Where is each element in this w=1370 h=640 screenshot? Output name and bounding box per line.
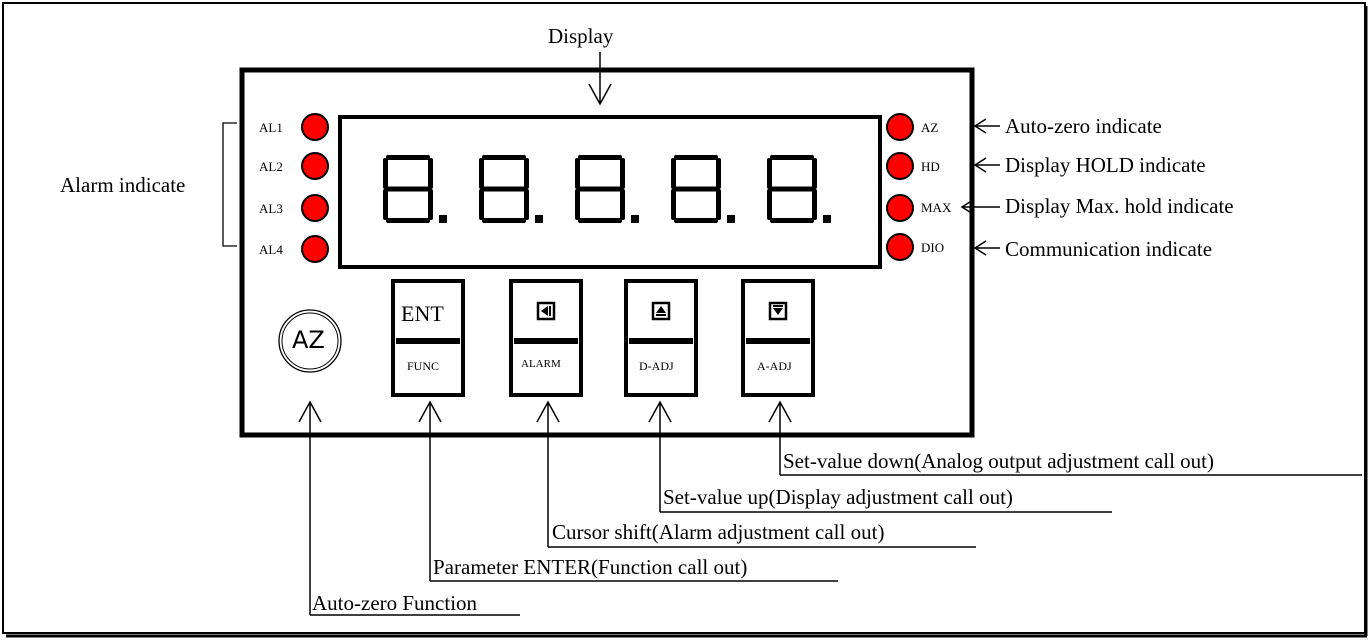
digit-1-segment-3 (386, 218, 430, 223)
led-label-dio: DIO (921, 240, 945, 255)
digit-4-segment-4 (671, 158, 676, 189)
ent-function-text: Parameter ENTER(Function call out) (433, 555, 748, 579)
digit-5-segment-6 (767, 189, 772, 220)
digit-3-segment-3 (578, 218, 622, 223)
digit-4-segment-3 (674, 218, 718, 223)
alarm-key-label[interactable]: ALARM (521, 358, 561, 370)
func-key-label[interactable]: FUNC (407, 359, 440, 373)
alarm-function-text: Cursor shift(Alarm adjustment call out) (552, 520, 885, 544)
led-label-al3: AL3 (259, 201, 283, 216)
digit-1-segment-1 (386, 155, 430, 160)
digit-5-segment-7 (812, 189, 817, 220)
ent-key-label[interactable]: ENT (401, 301, 444, 326)
digit-4-decimal-point (727, 215, 735, 223)
callout-arrows (298, 400, 1362, 616)
key-alarm (509, 279, 583, 397)
device-panel (239, 67, 975, 438)
digit-5-segment-5 (812, 158, 817, 189)
digit-3-segment-7 (620, 189, 625, 220)
led-label-al4: AL4 (259, 242, 283, 257)
key-ent (391, 279, 465, 397)
left-arrow-icon (536, 301, 556, 321)
led-label-al1: AL1 (259, 120, 283, 135)
alarm-bracket (222, 122, 237, 247)
digit-3-segment-4 (575, 158, 580, 189)
digit-2-segment-3 (482, 218, 526, 223)
led-al4 (301, 235, 329, 263)
digit-5-segment-2 (770, 186, 814, 192)
led-label-al2: AL2 (259, 159, 283, 174)
digit-3-segment-1 (578, 155, 622, 160)
digit-4-segment-6 (671, 189, 676, 220)
display-arrow-head (588, 83, 612, 106)
digit-2-segment-6 (479, 189, 484, 220)
az-function-text: Auto-zero Function (312, 591, 478, 615)
led-al2 (301, 152, 329, 180)
digit-5-segment-1 (770, 155, 814, 160)
display-title: Display (548, 24, 614, 48)
az-indicate-text: Auto-zero indicate (1005, 114, 1162, 138)
digit-2-segment-2 (482, 186, 526, 192)
digit-2-segment-1 (482, 155, 526, 160)
digit-4-segment-2 (674, 186, 718, 192)
digit-5-segment-3 (770, 218, 814, 223)
up-arrow-icon (651, 301, 671, 321)
d-adj-key-label[interactable]: D-ADJ (639, 359, 674, 373)
key-d-adj (624, 279, 698, 397)
digit-1-segment-7 (428, 189, 433, 220)
led-al3 (301, 194, 329, 222)
max-indicate-text: Display Max. hold indicate (1005, 194, 1234, 218)
digit-1-segment-6 (383, 189, 388, 220)
hd-indicate-text: Display HOLD indicate (1005, 153, 1206, 177)
digit-3-decimal-point (631, 215, 639, 223)
digit-5-segment-4 (767, 158, 772, 189)
digit-4-segment-5 (716, 158, 721, 189)
display-window (338, 115, 882, 269)
digit-1-segment-2 (386, 186, 430, 192)
digit-2-segment-7 (524, 189, 529, 220)
led-hd (886, 152, 914, 180)
d-adj-function-text: Set-value up(Display adjustment call out… (663, 485, 1013, 509)
alarm-indicate-label: Alarm indicate (60, 173, 186, 197)
az-button-label[interactable]: AZ (292, 326, 325, 354)
digit-2-segment-4 (479, 158, 484, 189)
a-adj-function-text: Set-value down(Analog output adjustment … (783, 449, 1214, 473)
led-dio (886, 233, 914, 261)
digit-1-segment-5 (428, 158, 433, 189)
down-arrow-icon (768, 301, 788, 321)
seven-segment-digits (383, 155, 831, 223)
digit-5-decimal-point (823, 215, 831, 223)
led-label-az: AZ (921, 120, 939, 135)
a-adj-key-label[interactable]: A-ADJ (757, 359, 792, 373)
digit-3-segment-5 (620, 158, 625, 189)
digit-3-segment-6 (575, 189, 580, 220)
led-max (886, 194, 914, 222)
dio-indicate-text: Communication indicate (1005, 237, 1213, 261)
digit-4-segment-7 (716, 189, 721, 220)
digit-4-segment-1 (674, 155, 718, 160)
led-label-hd: HD (921, 159, 940, 174)
digit-2-segment-5 (524, 158, 529, 189)
digit-2-decimal-point (535, 215, 543, 223)
key-a-adj (741, 279, 815, 397)
digit-1-segment-4 (383, 158, 388, 189)
led-al1 (301, 113, 329, 141)
led-az (886, 113, 914, 141)
led-label-max: MAX (921, 200, 952, 215)
digit-3-segment-2 (578, 186, 622, 192)
az-button (278, 309, 342, 373)
digit-1-decimal-point (439, 215, 447, 223)
az-button-inner-ring (281, 312, 339, 370)
